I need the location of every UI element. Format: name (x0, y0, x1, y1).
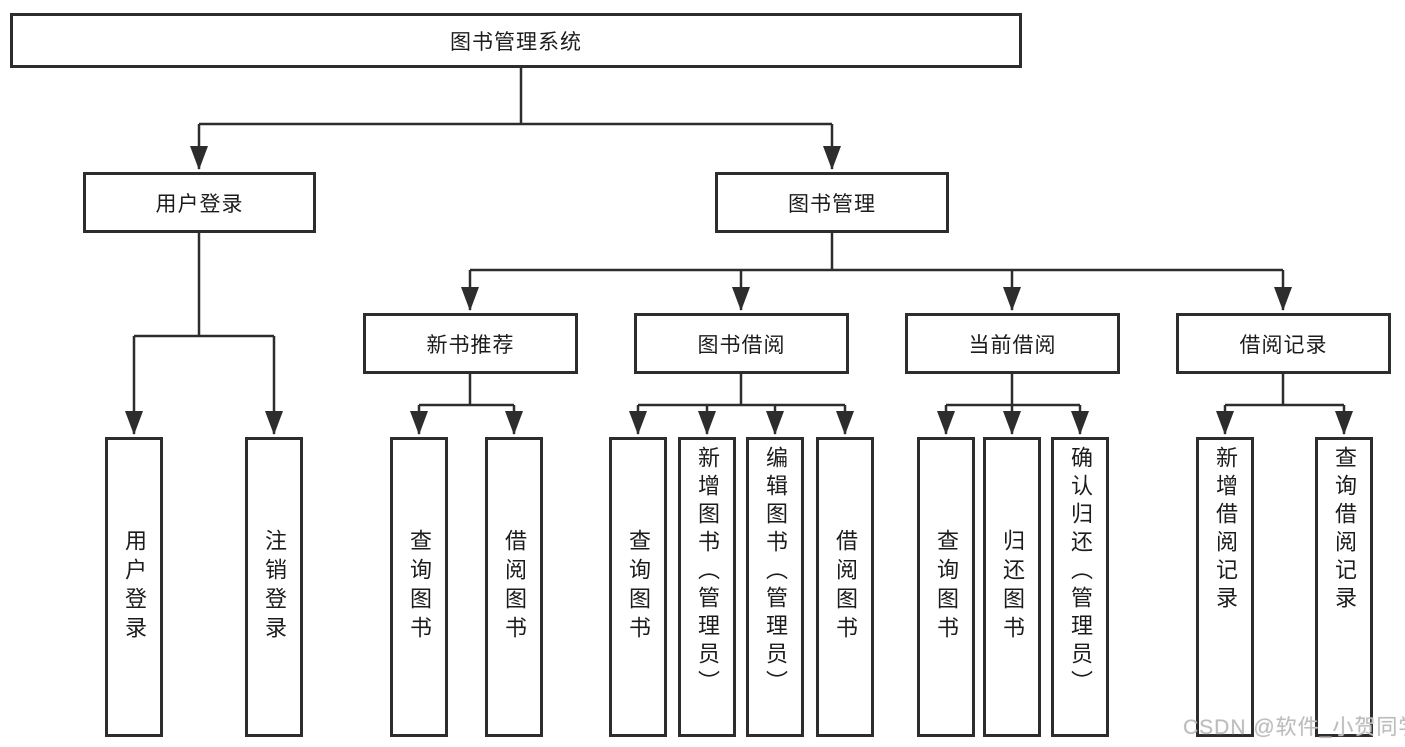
connector-new-book-recommend-children (410, 374, 523, 435)
leaf-edit-books-admin: 编辑图书（管理员） (746, 437, 804, 737)
leaf-recommend-query-books-label: 查询图书 (407, 529, 432, 645)
node-book-borrow: 图书借阅 (634, 313, 849, 374)
node-borrow-records-label: 借阅记录 (1239, 333, 1328, 357)
node-root-label: 图书管理系统 (450, 30, 582, 54)
node-current-borrow-label: 当前借阅 (968, 333, 1057, 357)
leaf-add-books-admin: 新增图书（管理员） (678, 437, 736, 737)
node-book-management: 图书管理 (715, 172, 949, 233)
node-new-book-recommend: 新书推荐 (363, 313, 578, 374)
leaf-recommend-borrow-books-label: 借阅图书 (502, 529, 527, 645)
node-user-login: 用户登录 (83, 172, 316, 233)
leaf-user-login-label: 用户登录 (122, 529, 147, 645)
leaf-return-books: 归还图书 (983, 437, 1041, 737)
leaf-logout-label: 注销登录 (262, 529, 287, 645)
node-book-management-label: 图书管理 (788, 192, 876, 216)
node-new-book-recommend-label: 新书推荐 (426, 333, 515, 357)
leaf-query-borrow-record: 查询借阅记录 (1315, 437, 1373, 737)
leaf-borrow-query-books-label: 查询图书 (626, 529, 651, 645)
leaf-borrow-query-books: 查询图书 (609, 437, 667, 737)
connector-borrow-records-children (1216, 374, 1353, 435)
leaf-return-books-label: 归还图书 (1000, 529, 1025, 645)
leaf-logout: 注销登录 (245, 437, 303, 737)
node-book-borrow-label: 图书借阅 (697, 333, 786, 357)
leaf-query-borrow-record-label: 查询借阅记录 (1332, 446, 1357, 614)
connector-user-login-children (125, 233, 283, 435)
node-root-system: 图书管理系统 (10, 13, 1022, 68)
leaf-add-borrow-record-label: 新增借阅记录 (1213, 446, 1238, 614)
leaf-user-login: 用户登录 (105, 437, 163, 737)
node-user-login-label: 用户登录 (155, 192, 244, 216)
leaf-confirm-return-admin-label: 确认归还（管理员） (1068, 446, 1093, 698)
leaf-add-books-admin-label: 新增图书（管理员） (695, 446, 720, 698)
leaf-confirm-return-admin: 确认归还（管理员） (1051, 437, 1109, 737)
connector-book-borrow-children (629, 374, 854, 435)
connector-book-management-children (461, 233, 1292, 311)
leaf-add-borrow-record: 新增借阅记录 (1196, 437, 1254, 737)
leaf-borrow-books: 借阅图书 (816, 437, 874, 737)
node-borrow-records: 借阅记录 (1176, 313, 1391, 374)
leaf-current-query-books: 查询图书 (917, 437, 975, 737)
leaf-borrow-books-label: 借阅图书 (833, 529, 858, 645)
csdn-watermark: CSDN @软件_小贺同学 (1183, 716, 1405, 739)
connector-root-to-level2 (190, 68, 841, 170)
leaf-edit-books-admin-label: 编辑图书（管理员） (763, 446, 788, 698)
leaf-recommend-query-books: 查询图书 (390, 437, 448, 737)
leaf-recommend-borrow-books: 借阅图书 (485, 437, 543, 737)
connector-current-borrow-children (937, 374, 1089, 435)
leaf-current-query-books-label: 查询图书 (934, 529, 959, 645)
node-current-borrow: 当前借阅 (905, 313, 1120, 374)
